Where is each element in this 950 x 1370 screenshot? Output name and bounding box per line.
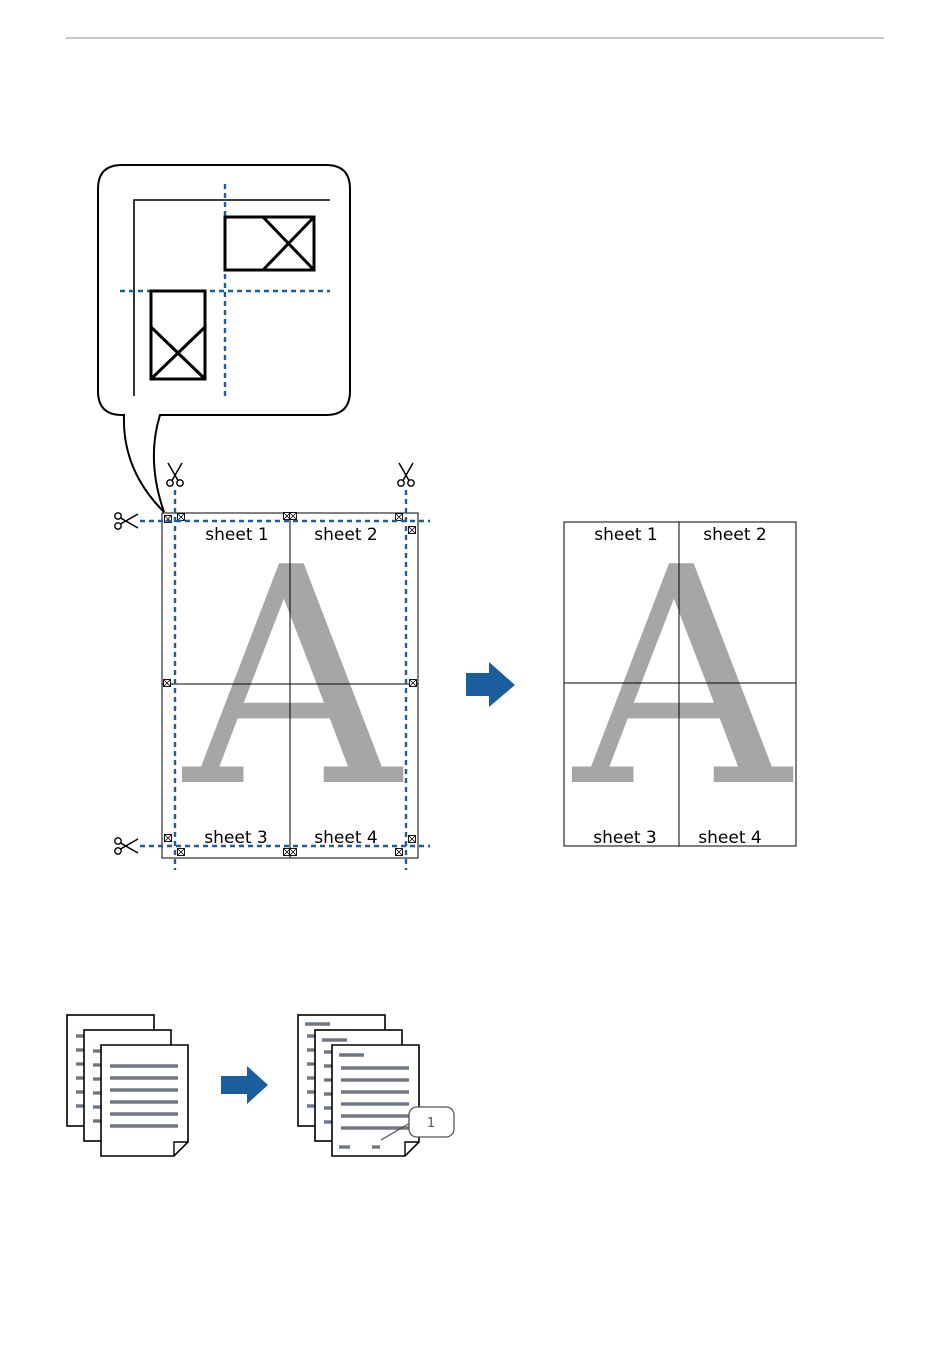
sheet-label: sheet 2 (314, 525, 377, 545)
assembled-poster: A sheet 1 sheet 2 sheet 3 sheet 4 (564, 504, 796, 853)
document-stack-icon (298, 1015, 419, 1156)
sheet-label: sheet 1 (205, 525, 268, 545)
crop-mark-icon (178, 849, 185, 856)
scissors-icon (115, 838, 138, 854)
large-letter: A (569, 504, 794, 853)
document-stack-icon (67, 1015, 188, 1156)
sheet-label: sheet 3 (593, 828, 656, 848)
crop-mark-icon (178, 514, 185, 521)
sheet-label: sheet 2 (703, 525, 766, 545)
crop-mark-icon (410, 680, 417, 687)
right-arrow-icon (221, 1066, 268, 1104)
sheet-label: sheet 1 (594, 525, 657, 545)
sheet-label: sheet 4 (698, 828, 761, 848)
crop-mark-icon (290, 849, 297, 856)
right-arrow-icon (466, 662, 515, 707)
large-letter: A (179, 504, 404, 853)
crop-mark-icon (396, 514, 403, 521)
poster-printout: A sheet 1 sheet 2 sheet 3 sheet 4 (115, 463, 430, 870)
scissors-icon (115, 513, 138, 529)
callout-number: 1 (427, 1116, 435, 1131)
crop-mark-icon (396, 849, 403, 856)
scissors-icon (167, 463, 183, 486)
crop-mark-icon (151, 291, 205, 379)
crop-mark-icon (290, 513, 297, 520)
crop-mark-zoom-bubble (98, 165, 350, 512)
crop-mark-icon (409, 836, 416, 843)
scissors-icon (398, 463, 414, 486)
crop-mark-icon (409, 527, 416, 534)
crop-mark-icon (164, 680, 171, 687)
crop-mark-icon (225, 217, 314, 270)
crop-mark-icon (165, 835, 172, 842)
